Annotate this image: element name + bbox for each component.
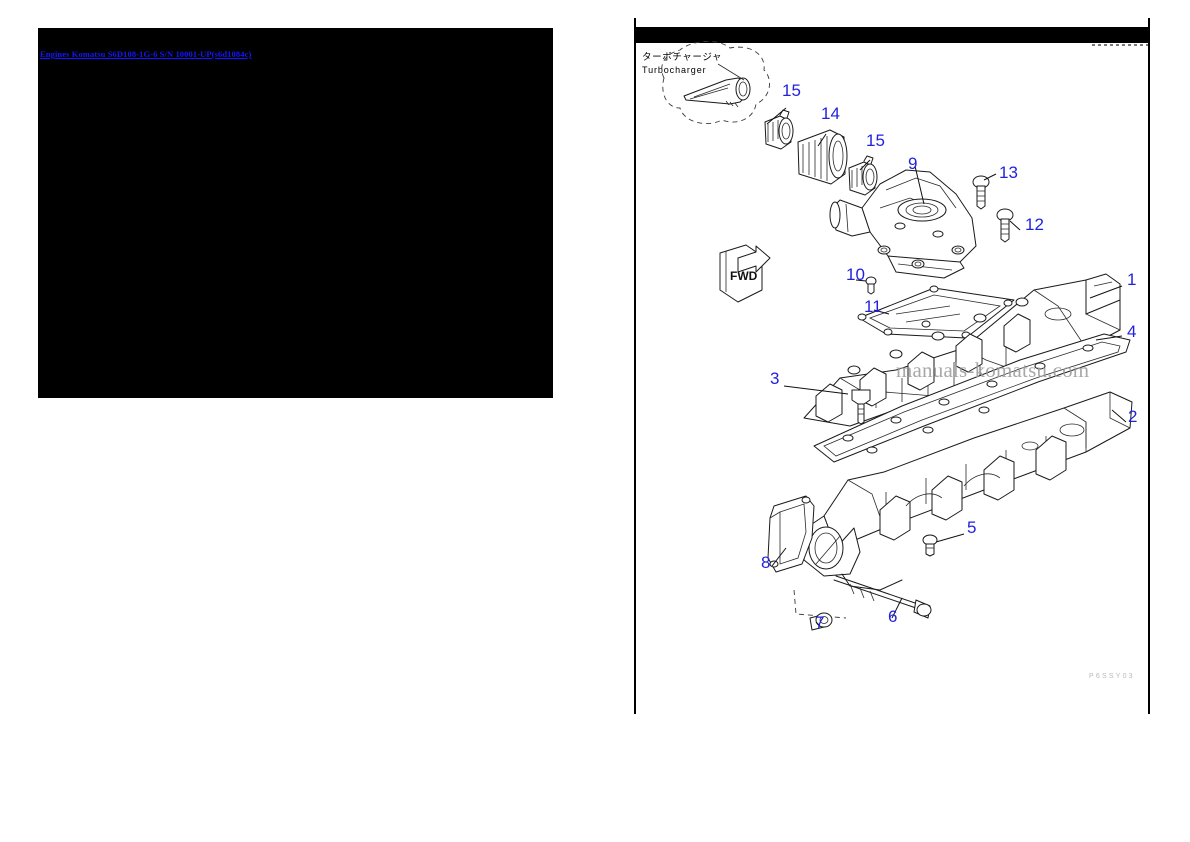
frame-left-rule [634,18,636,714]
frame-top-dotted-rule [1092,44,1148,46]
diagram-footer-code: P6SSY03 [1089,673,1135,680]
image-preview-panel [38,28,553,398]
callout-6[interactable]: 6 [888,607,898,626]
frame-top-black-bar [636,27,1148,43]
svg-text:FWD: FWD [730,269,758,283]
callout-2[interactable]: 2 [1128,407,1138,426]
turbocharger-caption-japanese: ターボチャージャ [642,52,723,63]
site-watermark: manuals-komatsu.com [896,358,1090,382]
callout-5[interactable]: 5 [967,518,977,537]
callout-4[interactable]: 4 [1127,322,1137,341]
callout-7[interactable]: 7 [815,613,825,632]
frame-right-rule [1148,18,1150,714]
callout-15-upper[interactable]: 15 [782,81,801,100]
callout-13[interactable]: 13 [999,163,1018,182]
part-catalog-title-link[interactable]: Engines Komatsu S6D108-1G-6 S/N 10001-UP… [40,49,252,59]
callout-3[interactable]: 3 [770,369,780,388]
callout-14[interactable]: 14 [821,104,840,123]
callout-8[interactable]: 8 [761,553,771,572]
callout-10[interactable]: 10 [846,265,865,284]
callout-1[interactable]: 1 [1127,270,1137,289]
turbocharger-caption: ターボチャージャ Turbocharger [642,51,722,77]
callout-11[interactable]: 11 [864,297,882,316]
callout-9[interactable]: 9 [908,154,918,173]
callout-15-lower[interactable]: 15 [866,131,885,150]
callout-12[interactable]: 12 [1025,215,1044,234]
turbocharger-caption-english: Turbocharger [642,65,707,75]
